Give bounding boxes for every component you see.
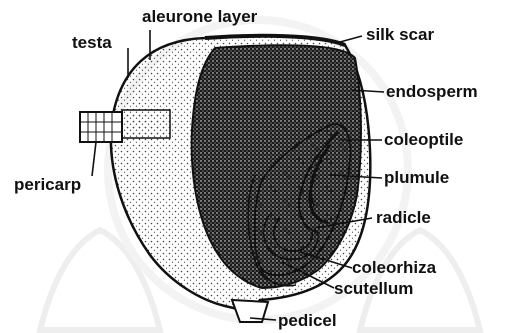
label-silk-scar: silk scar [366,25,434,44]
pericarp-block [80,110,170,142]
label-plumule: plumule [384,168,449,187]
leader-silk-scar [340,36,362,42]
label-radicle: radicle [376,208,431,227]
label-coleoptile: coleoptile [384,130,463,149]
leader-pericarp [92,142,96,176]
label-coleorhiza: coleorhiza [352,258,437,277]
label-scutellum: scutellum [334,279,413,298]
label-testa: testa [72,33,112,52]
label-endosperm: endosperm [386,82,478,101]
label-pedicel: pedicel [278,311,337,330]
label-pericarp: pericarp [14,175,81,194]
label-aleurone-layer: aleurone layer [142,7,258,26]
